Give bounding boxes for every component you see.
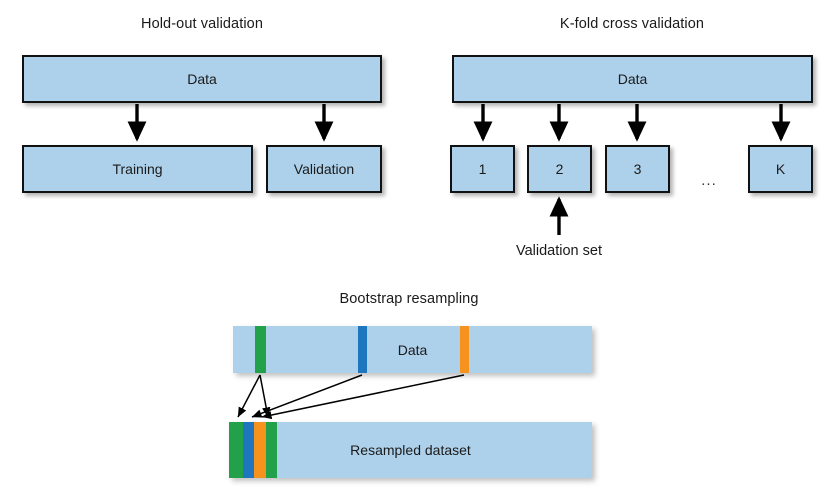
bootstrap-panel-title: Bootstrap resampling [339, 291, 479, 307]
kfold-fold-label-3: 3 [633, 161, 642, 177]
kfold-panel-title: K-fold cross validation [559, 16, 705, 32]
kfold-fold-box-3: 3 [605, 145, 670, 193]
bootstrap-resampled-stripe-blue [243, 422, 254, 478]
bootstrap-source-stripe-blue [358, 326, 367, 373]
kfold-fold-label-2: 2 [555, 161, 564, 177]
bootstrap-resampled-bar: Resampled dataset [229, 422, 592, 478]
holdout-validation-label: Validation [293, 161, 355, 177]
holdout-panel-title: Hold-out validation [141, 16, 263, 32]
kfold-data-label: Data [617, 71, 648, 87]
arrow-bootstrap-green-to-slot-4 [259, 374, 271, 418]
bootstrap-resampled-stripe-green-2 [266, 422, 277, 478]
kfold-data-box: Data [452, 55, 813, 103]
arrow-bootstrap-green-to-slot-1 [237, 374, 261, 418]
kfold-fold-label-1: 1 [478, 161, 487, 177]
arrow-bootstrap-orange-to-slot-3 [261, 374, 465, 420]
kfold-validation-set-annotation: Validation set [516, 243, 602, 259]
holdout-training-label: Training [112, 161, 163, 177]
holdout-data-box: Data [22, 55, 382, 103]
arrow-bootstrap-blue-to-slot-2 [251, 374, 363, 418]
bootstrap-resampled-label: Resampled dataset [350, 442, 471, 458]
kfold-fold-box-2: 2 [527, 145, 592, 193]
bootstrap-source-label: Data [397, 341, 428, 358]
bootstrap-source-stripe-green [255, 326, 266, 373]
kfold-fold-box-k: K [748, 145, 813, 193]
holdout-training-box: Training [22, 145, 253, 193]
bootstrap-resampled-stripe-green-1 [229, 422, 243, 478]
kfold-fold-label-k: K [775, 161, 786, 177]
holdout-validation-box: Validation [266, 145, 382, 193]
bootstrap-source-bar: Data [233, 326, 592, 373]
bootstrap-source-stripe-orange [460, 326, 469, 373]
kfold-fold-box-1: 1 [450, 145, 515, 193]
bootstrap-resampled-stripe-orange [254, 422, 266, 478]
kfold-ellipsis: ... [701, 172, 717, 189]
holdout-data-label: Data [187, 71, 217, 87]
